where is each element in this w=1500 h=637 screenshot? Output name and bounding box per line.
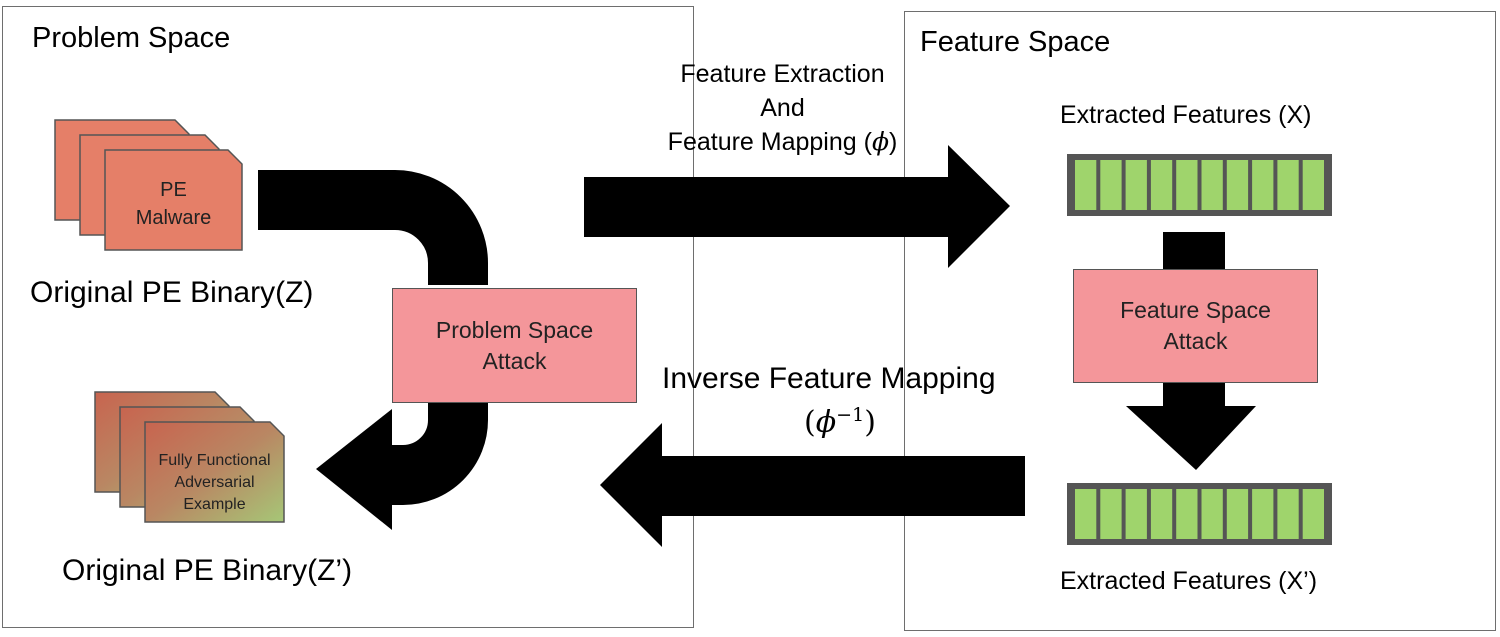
problem-space-panel: [2, 6, 694, 628]
feature-cell: [1252, 160, 1274, 210]
adversarial-card-label: Fully Functional Adversarial Example: [158, 452, 271, 513]
problem-space-attack-box: Problem Space Attack: [392, 288, 637, 403]
feature-cell: [1277, 160, 1299, 210]
adversarial-cards-icon: [94, 391, 285, 523]
feature-cell: [1201, 489, 1223, 539]
extracted-features-bottom-label: Extracted Features (X’): [1060, 567, 1318, 595]
malware-card-label: PE Malware: [135, 179, 212, 229]
feature-cell: [1226, 160, 1249, 210]
feature-cell: [1302, 160, 1324, 210]
original-binary-label: Original PE Binary(Z): [30, 276, 314, 309]
inverse-mapping-label: Inverse Feature Mapping: [662, 362, 996, 395]
feature-space-panel: [904, 11, 1496, 631]
feature-cell: [1150, 160, 1173, 210]
feature-vector-bottom: [1067, 483, 1332, 545]
feature-space-title: Feature Space: [920, 26, 1111, 58]
feature-cell: [1100, 160, 1122, 210]
feature-cell: [1075, 489, 1097, 539]
feature-cell: [1176, 160, 1198, 210]
malware-cards-icon: [54, 119, 243, 251]
phi-symbol: ϕ: [871, 127, 889, 156]
feature-mapping-label: Feature Extraction And Feature Mapping (…: [667, 60, 898, 156]
feature-space-attack-box: Feature Space Attack: [1073, 269, 1318, 383]
feature-cell: [1125, 489, 1147, 539]
problem-space-title: Problem Space: [32, 22, 231, 54]
feature-mapping-arrow: [584, 145, 1010, 268]
feature-cell: [1075, 160, 1097, 210]
feature-attack-arrow: [1126, 232, 1256, 470]
feature-cell: [1201, 160, 1223, 210]
feature-cell: [1176, 489, 1198, 539]
feature-cell: [1150, 489, 1173, 539]
inverse-mapping-arrow: [600, 423, 1025, 547]
extracted-features-top-label: Extracted Features (X): [1060, 101, 1312, 129]
feature-cell: [1100, 489, 1122, 539]
feature-cell: [1277, 489, 1299, 539]
feature-cell: [1252, 489, 1274, 539]
feature-vector-top: [1067, 154, 1332, 216]
feature-cell: [1302, 489, 1324, 539]
adversarial-binary-label: Original PE Binary(Z’): [62, 554, 353, 587]
problem-space-curved-arrow: [258, 170, 488, 530]
feature-cell: [1125, 160, 1147, 210]
inverse-mapping-symbol: (ϕ−1): [804, 404, 876, 440]
feature-cell: [1226, 489, 1249, 539]
